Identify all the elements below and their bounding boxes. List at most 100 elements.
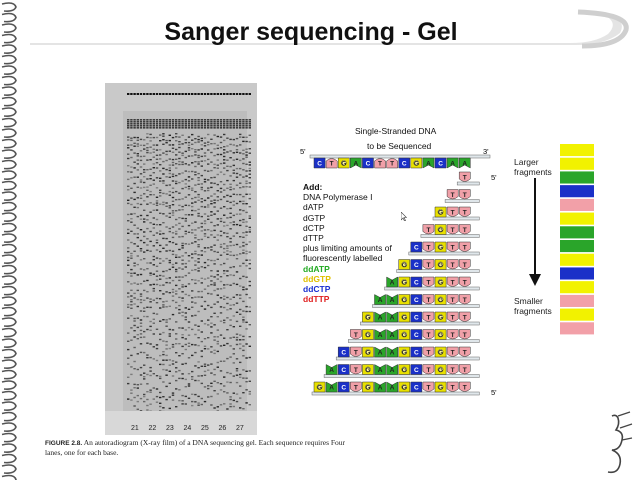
lane-number: 26	[219, 425, 227, 432]
fragment-base: T	[422, 311, 435, 322]
fragment-base: G	[398, 311, 411, 323]
fragment-backbone	[432, 216, 480, 221]
template-base: G	[410, 157, 423, 169]
svg-text:T: T	[426, 332, 430, 339]
fragment-base: T	[422, 259, 435, 270]
fragment-base: A	[386, 294, 398, 305]
template-base: T	[325, 158, 338, 169]
fragment-base: T	[422, 329, 435, 340]
spiral-ring	[1, 23, 17, 33]
svg-text:A: A	[378, 367, 383, 374]
svg-text:T: T	[463, 210, 467, 217]
svg-text:G: G	[365, 315, 370, 322]
fragment-base: T	[350, 329, 362, 340]
svg-text:G: G	[402, 385, 407, 392]
svg-text:T: T	[426, 385, 430, 392]
spiral-ring	[1, 390, 17, 401]
fragment-base: T	[458, 346, 471, 357]
lane-number: 21	[131, 425, 139, 432]
spiral-ring	[1, 44, 17, 54]
svg-text:T: T	[451, 262, 455, 269]
fragment-base: T	[458, 381, 471, 392]
fragment-band	[560, 240, 594, 253]
spiral-ring	[1, 464, 17, 474]
lane-number: 22	[149, 425, 157, 432]
fragment-base: G	[398, 364, 411, 375]
fragment-base: T	[458, 329, 471, 340]
fragment-band	[560, 171, 594, 184]
fragment-base: T	[446, 329, 459, 340]
svg-text:A: A	[390, 367, 395, 374]
spiral-ring	[1, 107, 17, 117]
fragment-band	[560, 226, 594, 239]
svg-text:C: C	[414, 245, 419, 252]
fragment-backbone	[396, 269, 480, 273]
svg-text:A: A	[378, 332, 383, 339]
fragment-base: C	[410, 329, 423, 340]
svg-text:C: C	[414, 385, 419, 392]
spiral-binding	[1, 2, 17, 480]
fragment-backbone	[311, 391, 480, 396]
fragment-base: T	[446, 346, 459, 357]
svg-text:A: A	[329, 385, 334, 392]
fragment-base: T	[458, 189, 471, 200]
svg-text:T: T	[463, 350, 467, 357]
fragment-base: G	[398, 294, 411, 305]
fragment-base: G	[362, 364, 374, 375]
fragment-base: G	[434, 206, 447, 218]
spiral-ring	[1, 359, 17, 369]
svg-text:A: A	[390, 350, 395, 357]
svg-text:G: G	[438, 350, 443, 357]
spiral-ring	[1, 33, 17, 44]
svg-text:T: T	[390, 161, 394, 168]
spiral-ring	[1, 201, 17, 212]
spiral-ring	[1, 401, 17, 411]
svg-text:A: A	[390, 315, 395, 322]
smaller-fragments-label: Smaller fragments	[514, 296, 552, 316]
fragment-base: T	[458, 171, 471, 182]
fragment-base: T	[446, 189, 459, 200]
svg-text:T: T	[426, 227, 430, 234]
diagram-heading: Single-Stranded DNA	[355, 126, 437, 136]
add-heading: Add:	[303, 182, 323, 192]
fragment-band	[560, 294, 594, 307]
template-base: C	[313, 157, 326, 169]
fragment-base: T	[446, 381, 459, 392]
lane-number: 25	[201, 425, 209, 432]
spiral-ring	[1, 191, 17, 201]
fragment-base: G	[434, 381, 447, 393]
fragment-base: C	[410, 276, 423, 288]
fragment-base: T	[422, 294, 435, 305]
svg-text:C: C	[402, 161, 407, 168]
title-bar: Sanger sequencing - Gel	[30, 8, 632, 50]
spiral-ring	[1, 369, 17, 380]
reagent-1: DNA Polymerase I	[303, 192, 373, 203]
svg-text:C: C	[438, 161, 443, 168]
svg-text:A: A	[390, 332, 395, 339]
svg-text:T: T	[463, 175, 467, 182]
fragment-base: G	[398, 259, 411, 270]
fragment-base: G	[434, 329, 447, 340]
svg-text:G: G	[341, 161, 346, 168]
ddctp-label: ddCTP	[303, 284, 331, 295]
spiral-ring	[1, 75, 17, 86]
spiral-ring	[1, 306, 17, 317]
svg-text:G: G	[365, 332, 370, 339]
svg-text:T: T	[463, 385, 467, 392]
svg-text:T: T	[451, 350, 455, 357]
svg-text:A: A	[378, 385, 383, 392]
fragment-base: T	[350, 381, 362, 392]
svg-text:T: T	[426, 367, 430, 374]
svg-text:T: T	[378, 161, 382, 168]
svg-text:C: C	[366, 161, 371, 168]
fragment-base: T	[422, 364, 435, 375]
fragment-band	[560, 322, 594, 335]
spiral-ring	[1, 453, 17, 464]
first-fragment-five-prime: 5'	[491, 173, 497, 182]
svg-text:G: G	[402, 297, 407, 304]
caption-label: FIGURE 2.8.	[45, 440, 83, 447]
spiral-ring	[1, 264, 17, 275]
spiral-ring	[1, 432, 17, 443]
svg-text:G: G	[438, 280, 443, 287]
fragment-base: T	[446, 241, 459, 252]
